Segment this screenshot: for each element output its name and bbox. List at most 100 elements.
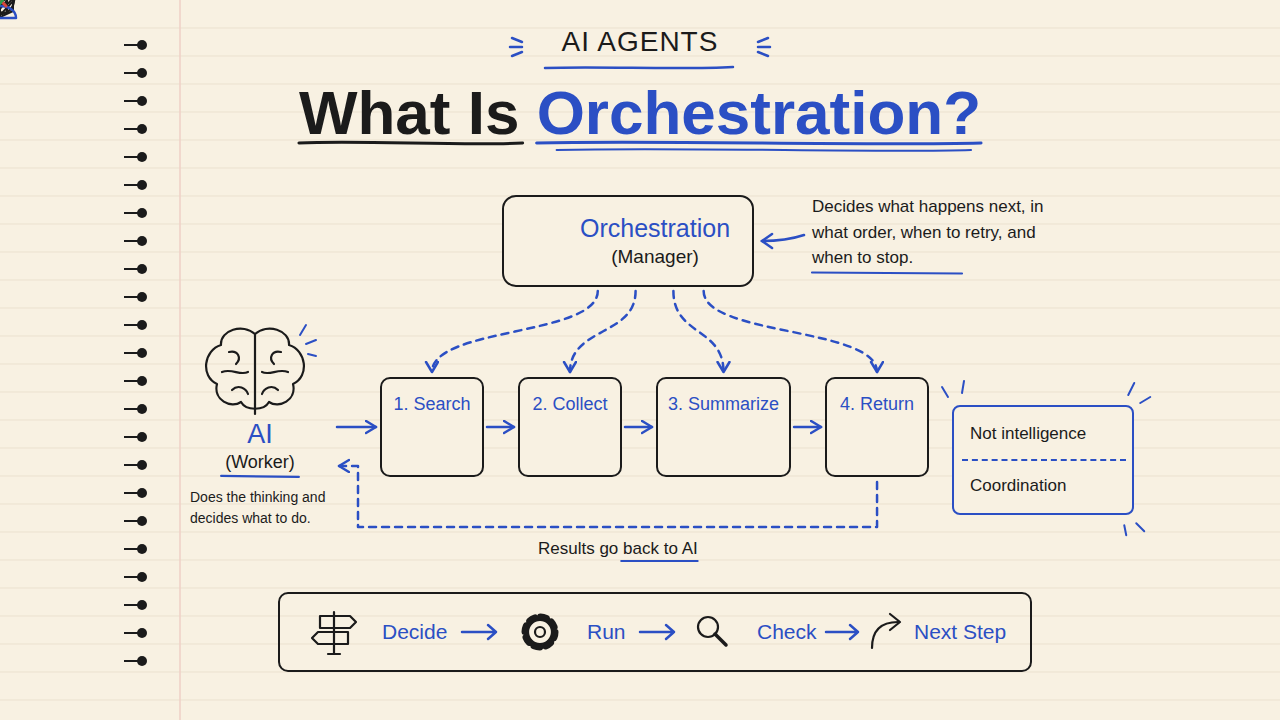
worker-label: AI(Worker)Does the thinking and decides … — [186, 420, 334, 529]
margin-line — [179, 0, 181, 720]
spark-marks — [942, 381, 964, 397]
ring-wire — [124, 184, 138, 186]
step-title: 3. Summarize — [668, 393, 779, 416]
gear-icon — [525, 617, 555, 647]
ring-wire — [124, 520, 138, 522]
cycle-step: Check — [757, 619, 817, 644]
person-icon — [0, 0, 16, 18]
binding-ring — [137, 152, 147, 162]
contrast-text: Not intelligence — [970, 423, 1086, 445]
ruled-line — [0, 168, 1280, 169]
binding-ring — [137, 404, 147, 414]
edge-label: Results go back to AI — [534, 539, 702, 559]
binding-ring — [137, 40, 147, 50]
ring-wire — [124, 660, 138, 662]
next-arrow-icon — [872, 614, 900, 648]
binding-ring — [137, 656, 147, 666]
ring-wire — [124, 576, 138, 578]
binding-ring — [137, 96, 147, 106]
ring-wire — [124, 212, 138, 214]
ring-wire — [124, 72, 138, 74]
leader-arrowhead — [762, 234, 772, 248]
ruled-line — [0, 308, 1280, 309]
box-icon — [0, 0, 18, 17]
spiral-binding — [124, 40, 147, 666]
ring-wire — [124, 128, 138, 130]
node-heading: AI — [247, 420, 273, 450]
ring-wire — [124, 352, 138, 354]
section-tag: AI AGENTS — [0, 26, 1280, 58]
label-underline — [621, 560, 697, 562]
ring-wire — [124, 604, 138, 606]
step-cycle-icons — [312, 612, 900, 654]
step-title: 2. Collect — [532, 393, 607, 416]
ruled-line — [0, 588, 1280, 589]
ring-wire — [124, 44, 138, 46]
dashed-connector — [704, 291, 877, 372]
step-box: 3. Summarize — [656, 377, 791, 477]
ring-wire — [124, 296, 138, 298]
ring-wire — [124, 268, 138, 270]
binding-ring — [137, 348, 147, 358]
ruled-line — [0, 532, 1280, 533]
flow-arrow — [794, 426, 821, 429]
contrast-box: Not intelligenceCoordination — [952, 405, 1134, 515]
binding-ring — [137, 320, 147, 330]
script-decorations — [221, 142, 1150, 561]
ring-wire — [124, 464, 138, 466]
flow-arrow — [487, 426, 514, 429]
ruled-line — [0, 700, 1280, 701]
ruled-line — [0, 364, 1280, 365]
binding-ring — [137, 432, 147, 442]
ruled-line — [0, 392, 1280, 393]
flow-arrow — [337, 426, 376, 429]
callout-note: Decides what happens next, in what order… — [812, 194, 1080, 271]
binding-ring — [137, 264, 147, 274]
step-box: 2. Collect — [518, 377, 622, 477]
step-title: 1. Search — [393, 393, 470, 416]
ring-wire — [124, 548, 138, 550]
binding-ring — [137, 572, 147, 582]
ruled-line — [0, 616, 1280, 617]
ring-wire — [124, 156, 138, 158]
ring-wire — [124, 100, 138, 102]
ring-wire — [124, 436, 138, 438]
check-mark — [0, 0, 8, 6]
magnifier-icon — [698, 617, 726, 645]
binding-ring — [137, 124, 147, 134]
spark-marks — [300, 325, 316, 356]
callout-underline — [812, 273, 962, 274]
ruled-line — [0, 644, 1280, 645]
signpost-icon — [312, 612, 356, 654]
binding-ring — [137, 180, 147, 190]
contrast-text: Coordination — [970, 475, 1066, 497]
title-underline — [557, 149, 971, 151]
dashed-divider — [962, 459, 1126, 461]
ring-wire — [124, 380, 138, 382]
binding-ring — [137, 236, 147, 246]
step-title: 4. Return — [840, 393, 914, 416]
spark-marks — [1124, 523, 1144, 535]
flow-arrow — [625, 426, 652, 429]
node-description: Does the thinking and decides what to do… — [190, 487, 330, 529]
dashed-connector — [673, 291, 723, 372]
page-title: What Is Orchestration? — [0, 76, 1280, 150]
node-subtitle: (Manager) — [611, 244, 699, 270]
spark-marks — [1128, 383, 1150, 403]
node-heading: Orchestration — [580, 213, 730, 244]
ring-wire — [124, 324, 138, 326]
ring-wire — [124, 240, 138, 242]
cycle-band: DecideRunCheckNext Step — [278, 592, 1032, 672]
dashed-connector — [570, 291, 636, 372]
cycle-step: Next Step — [914, 619, 1006, 644]
binding-ring — [137, 488, 147, 498]
ruled-line — [0, 560, 1280, 561]
binding-ring — [137, 628, 147, 638]
step-box: 1. Search — [380, 377, 484, 477]
binding-ring — [137, 208, 147, 218]
binding-ring — [137, 600, 147, 610]
binding-ring — [137, 292, 147, 302]
binding-ring — [137, 516, 147, 526]
